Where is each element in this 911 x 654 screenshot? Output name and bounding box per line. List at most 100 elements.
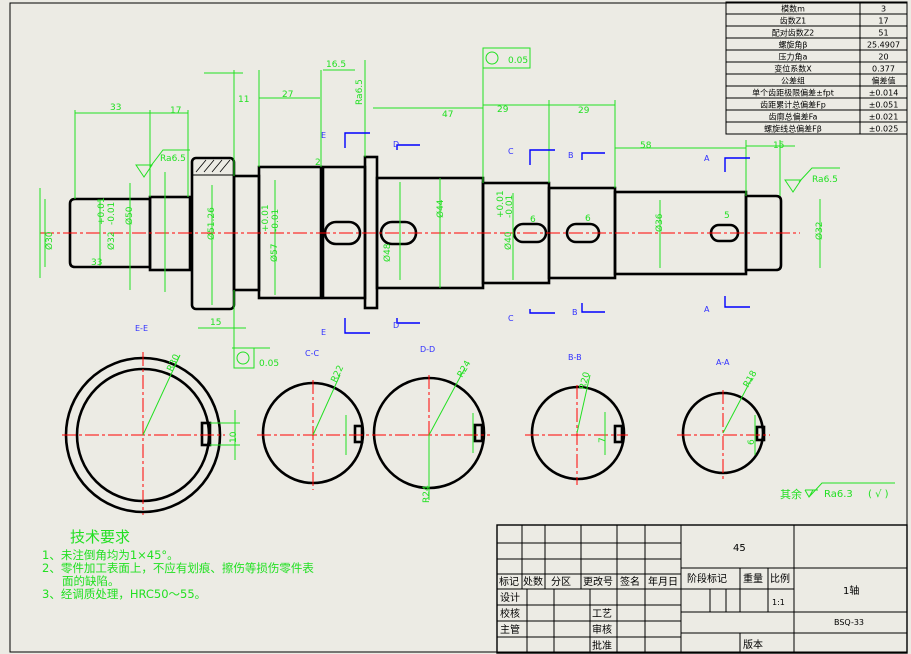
section-radius: R20 xyxy=(578,371,592,391)
header-cell: 处数 xyxy=(523,575,543,588)
scale: 1:1 xyxy=(772,598,785,607)
section-radius: R18 xyxy=(742,369,760,390)
dim-tolerance: +0.01 xyxy=(97,197,107,225)
section-key-width: 7 xyxy=(598,437,608,443)
param-label: 单个齿距极限偏差±fpt xyxy=(752,88,834,98)
param-label: 螺旋线总偏差Fβ xyxy=(764,124,822,134)
section-title: B-B xyxy=(568,353,582,362)
param-label: 公差组 xyxy=(781,76,805,86)
dim-length: 27 xyxy=(282,90,293,100)
section-aa: A-A R18 6 xyxy=(677,358,770,480)
requirement-item: 1、未注倒角均为1×45°。 xyxy=(42,548,179,562)
shaft-step-7 xyxy=(481,181,551,285)
dim-diameter: Ø44 xyxy=(435,199,446,218)
dim-length: 2 xyxy=(315,158,321,168)
param-value: 3 xyxy=(881,5,886,14)
param-value: 51 xyxy=(878,29,888,38)
dim-diameter: Ø57 xyxy=(269,243,280,262)
cut-label: E xyxy=(321,131,326,140)
header-cell: 签名 xyxy=(620,575,640,588)
section-key-width: 6 xyxy=(747,439,757,445)
dim-tolerance: -0.01 xyxy=(271,209,281,232)
cut-label: C xyxy=(508,147,514,156)
dim-length: 58 xyxy=(640,141,652,151)
requirements-title: 技术要求 xyxy=(70,528,131,546)
shaft-step-10 xyxy=(744,194,783,272)
requirement-item: 3、经调质处理，HRC50～55。 xyxy=(42,587,207,601)
dim-tolerance: -0.01 xyxy=(505,195,515,218)
requirement-item: 2、零件加工表面上，不应有划痕、擦伤等损伤零件表 xyxy=(42,561,314,575)
param-value: ±0.021 xyxy=(869,113,899,122)
dim-length: 33 xyxy=(91,258,102,268)
dim-length: 16.5 xyxy=(326,60,346,70)
approve-label: 批准 xyxy=(592,639,612,652)
weight-label: 重量 xyxy=(743,572,763,585)
param-label: 齿数Z1 xyxy=(780,16,807,26)
param-value: 25.4907 xyxy=(867,41,900,50)
dim-diameter: Ø50 xyxy=(124,206,135,225)
cut-label: C xyxy=(508,314,514,323)
section-radius: R22 xyxy=(330,364,347,384)
param-label: 模数m xyxy=(781,4,805,14)
cut-label: A xyxy=(704,154,710,163)
cut-label: B xyxy=(572,308,578,317)
dim-keyway: 6 xyxy=(585,214,591,224)
param-value: ±0.014 xyxy=(869,89,899,98)
dim-diameter: Ø40 xyxy=(503,231,514,250)
tolerance-value: 0.05 xyxy=(508,56,528,66)
dimensions: 33 17 11 27 2 16.5 47 29 29 58 15 15 33 … xyxy=(39,47,895,501)
requirement-item: 面的缺陷。 xyxy=(62,574,120,588)
section-title: D-D xyxy=(420,345,435,354)
param-label: 螺旋角β xyxy=(778,40,807,50)
roughness-label: Ra6.5 xyxy=(812,175,838,185)
section-ee: E-E R30 10 xyxy=(62,324,240,515)
dim-length: 15 xyxy=(773,141,784,151)
header-cell: 分区 xyxy=(551,576,571,588)
dim-diameter: Ø32 xyxy=(814,221,825,240)
roughness-rest-value: Ra6.3 xyxy=(824,489,853,500)
supervisor-label: 主管 xyxy=(500,623,520,636)
header-cell: 更改号 xyxy=(583,575,613,588)
cut-label: D xyxy=(393,140,399,149)
cut-label: B xyxy=(568,151,574,160)
roughness-label: Ra6.5 xyxy=(355,79,365,105)
dim-length: 29 xyxy=(578,106,590,116)
section-key-width: 10 xyxy=(229,431,239,443)
process-label: 工艺 xyxy=(592,608,612,620)
param-value: 17 xyxy=(878,17,888,26)
dim-length: 33 xyxy=(110,103,121,113)
section-markers: E E D D C C B B A A xyxy=(321,131,750,337)
section-bb: B-B R20 7 xyxy=(525,353,628,485)
dim-keyway: 5 xyxy=(724,211,730,221)
param-value: ±0.025 xyxy=(869,125,899,134)
shaft-main-view xyxy=(40,155,800,311)
cut-label: D xyxy=(393,321,399,330)
section-radius: R24 xyxy=(422,485,432,503)
param-value: 0.377 xyxy=(872,65,895,74)
section-cc: C-C R22 xyxy=(257,349,372,490)
dim-diameter: Ø30 xyxy=(44,231,55,250)
part-code: BSQ-33 xyxy=(834,618,864,627)
param-label: 齿廓总偏差Fa xyxy=(769,112,818,122)
check-label: 校核 xyxy=(500,607,520,620)
design-label: 设计 xyxy=(500,591,520,604)
section-dd: D-D R24 R24 xyxy=(372,345,490,503)
param-label: 变位系数X xyxy=(774,64,812,74)
section-title: A-A xyxy=(716,358,730,367)
section-title: E-E xyxy=(135,324,148,333)
dim-tolerance: +0.01 xyxy=(496,190,506,218)
dim-diameter: Ø48 xyxy=(382,243,393,262)
param-value: 偏差值 xyxy=(872,76,896,86)
dim-length: 29 xyxy=(497,105,509,115)
dim-length: 17 xyxy=(170,106,181,116)
cut-label: E xyxy=(321,328,326,337)
param-value: 20 xyxy=(878,53,888,62)
dim-length: 47 xyxy=(442,110,453,120)
param-label: 压力角a xyxy=(779,52,808,62)
part-name: 1轴 xyxy=(843,584,859,597)
dim-tolerance: +0.01 xyxy=(261,204,271,232)
section-title: C-C xyxy=(305,349,319,358)
roughness-label: Ra6.5 xyxy=(160,154,186,164)
stage-label: 阶段标记 xyxy=(687,572,727,585)
